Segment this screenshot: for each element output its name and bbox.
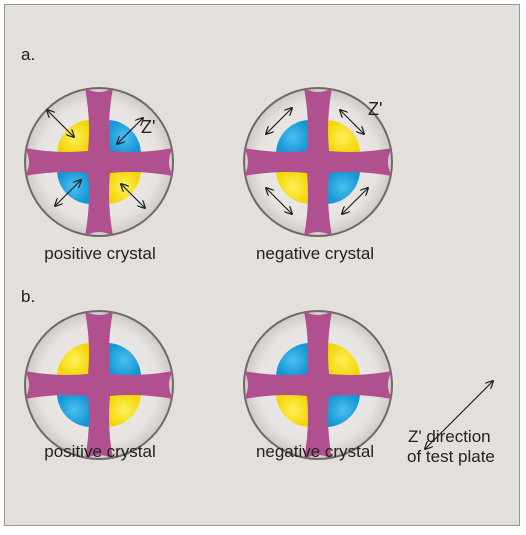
test-plate-label-line1: Z' direction bbox=[408, 427, 491, 447]
figure-b-negative bbox=[244, 311, 392, 459]
z-prime-label: Z' bbox=[368, 99, 382, 119]
figure-a-positive bbox=[25, 88, 173, 236]
panel-a-label: a. bbox=[21, 45, 35, 65]
caption-b-negative: negative crystal bbox=[256, 442, 374, 462]
z-prime-label: Z' bbox=[141, 117, 155, 137]
caption-a-negative: negative crystal bbox=[256, 244, 374, 264]
figure-panel: a. Z' Z' positive crystal negative cryst… bbox=[4, 4, 520, 526]
panel-b-label: b. bbox=[21, 287, 35, 307]
caption-a-positive: positive crystal bbox=[44, 244, 155, 264]
figure-b-positive bbox=[25, 311, 173, 459]
caption-b-positive: positive crystal bbox=[44, 442, 155, 462]
test-plate-label-line2: of test plate bbox=[407, 447, 495, 467]
